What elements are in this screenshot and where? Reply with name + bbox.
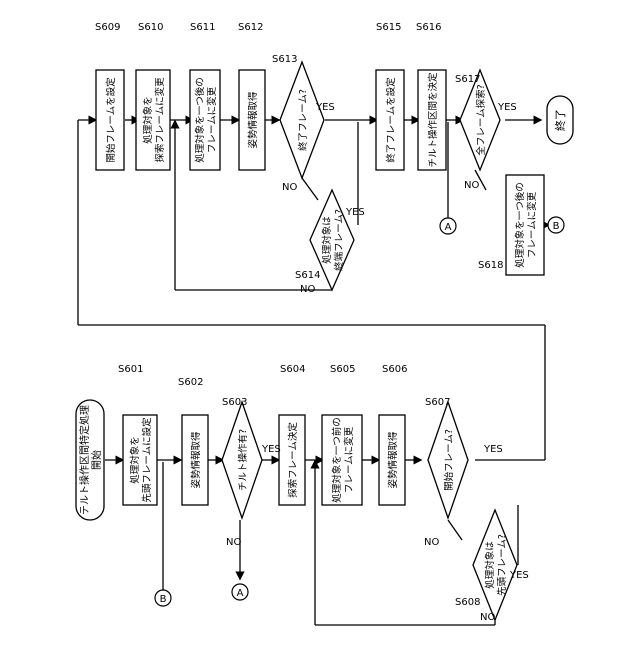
step-s614-text-2: 終端フレーム? [333, 209, 345, 271]
s613-yes: YES [315, 102, 335, 113]
step-s601-id: S601 [118, 364, 143, 375]
step-s605-id: S605 [330, 364, 355, 375]
step-s609-text-1: 開始フレームを設定 [105, 77, 117, 163]
step-s616-process: チルト操作区間を決定 [418, 70, 446, 170]
step-s611-text-1: 処理対象を一つ後の [194, 77, 206, 163]
step-s611-id: S611 [190, 22, 215, 33]
s617-yes: YES [497, 102, 517, 113]
step-s611-process: 処理対象を一つ後のフレームに変更 [190, 70, 220, 170]
end-label: 終了 [553, 109, 567, 131]
connector-a-label: A [237, 588, 244, 599]
s608-no: NO [480, 612, 495, 623]
step-s616-id: S616 [416, 22, 441, 33]
step-s618-id: S618 [478, 260, 503, 271]
connector-b-top-label: B [553, 221, 560, 232]
step-s618-process: 処理対象を一つ後のフレームに変更 [506, 175, 544, 275]
s607-no: NO [424, 537, 439, 548]
end-terminal: 終了 [547, 96, 573, 144]
step-s617-id: S617 [455, 74, 480, 85]
s614-no: NO [300, 284, 315, 295]
step-s603-decision: チルト操作有? [222, 402, 262, 518]
step-s610-process: 処理対象を探索フレームに変更 [136, 70, 170, 170]
step-s617-decision: 全フレーム探索? [460, 70, 500, 170]
step-s613-decision: 終了フレーム? [280, 62, 324, 178]
step-s606-id: S606 [382, 364, 407, 375]
step-s617-text-1: 全フレーム探索? [475, 84, 487, 155]
step-s614-id: S614 [295, 270, 320, 281]
step-s602-id: S602 [178, 377, 203, 388]
connector-b-bottom: B [155, 590, 171, 606]
start-terminal: テルト操作区間特定処理 開始 [76, 400, 104, 520]
step-s601-text-1: 処理対象を [129, 436, 141, 484]
step-s615-text-1: 終了フレームを設定 [385, 77, 397, 163]
s603-yes: YES [261, 444, 281, 455]
s607-yes: YES [483, 444, 503, 455]
step-s606-process: 姿勢情報取得 [379, 415, 405, 505]
step-s604-id: S604 [280, 364, 305, 375]
step-s603-id: S603 [222, 397, 247, 408]
step-s612-process: 姿勢情報取得 [239, 70, 265, 170]
s614-yes: YES [345, 207, 365, 218]
step-s605-text-2: フレームに変更 [343, 426, 355, 493]
step-s614-text-1: 処理対象は [321, 216, 333, 264]
step-s613-text-1: 終了フレーム? [297, 89, 309, 151]
step-s605-text-1: 処理対象を一つ前の [331, 417, 343, 503]
s617-no: NO [464, 180, 479, 191]
s603-no: NO [226, 537, 241, 548]
step-s601-process: 処理対象を先頭フレームに設定 [123, 415, 157, 505]
step-s603-text-1: チルト操作有? [237, 429, 249, 491]
step-s610-text-1: 処理対象を [142, 96, 154, 144]
step-s612-id: S612 [238, 22, 263, 33]
step-s613-id: S613 [272, 54, 297, 65]
connector-a-top: A [440, 218, 456, 234]
step-s604-text-1: 探索フレーム決定 [287, 422, 299, 498]
step-s607-text-1: 開始フレーム? [443, 429, 455, 491]
step-s609-id: S609 [95, 22, 120, 33]
step-s618-text-1: 処理対象を一つ後の [514, 182, 526, 268]
step-s616-text-1: チルト操作区間を決定 [427, 72, 439, 168]
step-s607-decision: 開始フレーム? [428, 402, 468, 518]
step-s607-id: S607 [425, 397, 450, 408]
connector-b-label: B [160, 594, 167, 605]
step-s602-process: 姿勢情報取得 [182, 415, 208, 505]
step-s608-text-2: 先頭フレーム? [496, 534, 508, 596]
step-s605-process: 処理対象を一つ前のフレームに変更 [322, 415, 362, 505]
start-line-2: 開始 [90, 450, 103, 470]
step-s609-process: 開始フレームを設定 [96, 70, 124, 170]
step-s618-text-2: フレームに変更 [526, 191, 538, 258]
flow-lines [78, 120, 548, 625]
step-s606-text-1: 姿勢情報取得 [387, 431, 399, 489]
step-s604-process: 探索フレーム決定 [279, 415, 305, 505]
start-line-1: テルト操作区間特定処理 [78, 405, 91, 515]
connector-a-bottom: A [232, 584, 248, 600]
step-s610-text-2: 探索フレームに変更 [154, 77, 166, 163]
connector-b-top: B [548, 217, 564, 233]
step-s615-process: 終了フレームを設定 [376, 70, 404, 170]
step-s615-id: S615 [376, 22, 401, 33]
step-s608-id: S608 [455, 597, 480, 608]
step-s612-text-1: 姿勢情報取得 [247, 91, 259, 149]
connector-a-top-label: A [445, 222, 452, 233]
step-s601-text-2: 先頭フレームに設定 [141, 417, 153, 503]
step-s610-id: S610 [138, 22, 163, 33]
step-s602-text-1: 姿勢情報取得 [190, 431, 202, 489]
step-s611-text-2: フレームに変更 [206, 86, 218, 153]
s613-no: NO [282, 182, 297, 193]
s608-yes: YES [509, 570, 529, 581]
step-s608-text-1: 処理対象は [484, 541, 496, 589]
